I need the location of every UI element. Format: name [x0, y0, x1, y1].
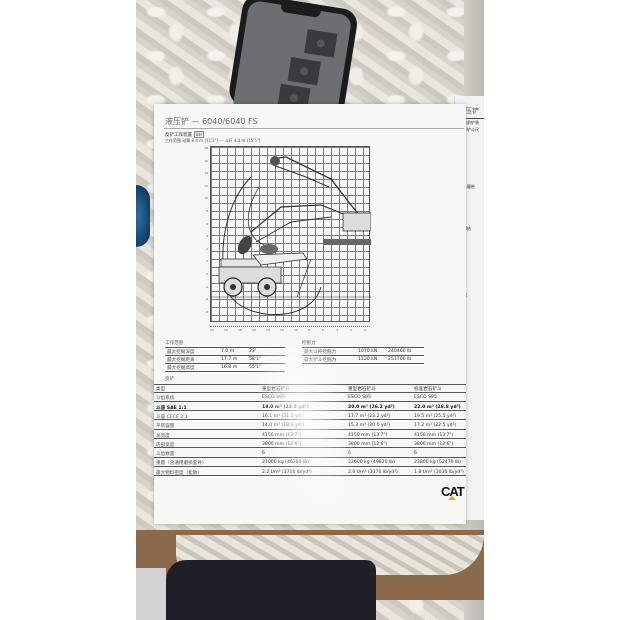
- row-label: 最大挖掘高度: [167, 366, 195, 371]
- row-imperial: 251700 lb: [388, 357, 412, 362]
- working-range-title: 工作范围: [165, 341, 183, 346]
- row-value: 20.0 m³ (26.2 yd³): [348, 404, 395, 410]
- row-metric: 17.7 m: [221, 357, 238, 362]
- x-tick: 6: [322, 328, 324, 332]
- adjacent-page-text: 一般前铲装: [459, 120, 479, 125]
- y-tick: 8: [206, 209, 208, 213]
- title-divider: [164, 128, 464, 129]
- row-value: 23800 kg (52470 lb): [414, 460, 461, 466]
- working-range-diagram: [210, 146, 371, 322]
- row-value: 17.7 m³ (23.2 yd³): [348, 413, 391, 419]
- x-tick: 4: [336, 328, 338, 332]
- y-tick: -6: [205, 297, 208, 302]
- row-label: 重量（含通用磨损套件）: [156, 461, 207, 467]
- blue-object: [136, 185, 150, 247]
- x-tick: 8: [308, 328, 310, 332]
- x-tick: 20: [224, 328, 228, 332]
- row-label: 斗齿数量: [156, 452, 175, 458]
- row-value: 15.3 m³ (20.0 yd³): [348, 423, 391, 429]
- row-label: 总宽度: [156, 433, 170, 439]
- x-tick: 18: [238, 328, 242, 332]
- y-tick: 18: [204, 146, 208, 150]
- row-value: 6: [262, 451, 265, 457]
- row-value: 标准岩石铲斗: [414, 387, 442, 392]
- row-value: 4150 mm (13'7"): [414, 432, 454, 438]
- y-tick: 16: [204, 158, 208, 163]
- row-value: ESCO S95: [414, 395, 437, 401]
- row-label: 类型: [156, 387, 166, 392]
- y-tick: -2: [205, 272, 208, 276]
- cat-logo: CAT: [441, 484, 465, 499]
- x-tick: 14: [266, 328, 270, 332]
- row-value: 6: [414, 451, 417, 457]
- row-value: 19.5 m³ (25.5 yd³): [414, 413, 457, 419]
- section-label-text: 反铲工作装置: [165, 133, 192, 138]
- y-tick: -4: [205, 284, 208, 289]
- adjacent-page-text: 4 系履带: [459, 184, 475, 189]
- row-label: 最大挖掘深度: [167, 350, 195, 355]
- y-tick: 0: [206, 259, 208, 264]
- row-value: 22.0 m³ (28.8 yd³): [414, 404, 461, 410]
- phone-screen: [233, 0, 353, 121]
- row-value: 2.0 t/m³ (3370 lb/yd³): [348, 469, 398, 475]
- y-tick: 2: [206, 246, 208, 251]
- x-tick: 2: [350, 328, 352, 332]
- y-tick: 6: [206, 221, 208, 226]
- photo-thumbnail: [304, 29, 338, 58]
- adjacent-page-text: 推荐铲斗尺: [459, 127, 479, 132]
- row-label: 内部宽度: [156, 442, 175, 448]
- row-value: 17.2 m³ (22.5 yd³): [414, 423, 457, 429]
- dark-fabric: [166, 560, 376, 620]
- x-tick: 0: [364, 328, 366, 332]
- photo-thumbnail: [287, 56, 321, 86]
- x-tick: 10: [294, 328, 298, 332]
- row-value: 重型岩石铲斗: [348, 387, 376, 392]
- row-label: 斗容 SAE 1:1: [156, 405, 187, 411]
- x-tick: 16: [252, 328, 256, 332]
- row-value: 3800 mm (12'6"): [348, 441, 388, 447]
- gray-surface: [136, 568, 166, 620]
- x-tick: 22: [210, 328, 214, 332]
- row-imperial: 23': [249, 349, 257, 354]
- cat-logo-triangle: [448, 496, 456, 500]
- row-metric: 16.8 m: [221, 365, 238, 370]
- row-value: 3800 mm (12'6"): [414, 441, 454, 447]
- working-range-caption: 工作范围 动臂 8.4 m (31'2") — 斗杆 4.4 m (15'5"): [165, 138, 261, 143]
- phone-notch: [280, 4, 321, 18]
- adjacent-page-title: 液压铲: [458, 107, 479, 115]
- row-value: 4150 mm (13'7"): [348, 432, 388, 438]
- x-tick: 12: [280, 328, 284, 332]
- y-tick: -8: [205, 309, 208, 314]
- y-tick: 14: [204, 171, 208, 176]
- row-label: 斗容 CECE 2:1: [156, 414, 188, 420]
- row-label: 最大物料密度（松散）: [156, 470, 202, 476]
- row-label: 斗齿系统: [156, 396, 175, 402]
- row-value: 22600 kg (49820 lb): [348, 460, 395, 466]
- y-tick: 12: [204, 183, 208, 188]
- y-tick: 4: [206, 234, 208, 239]
- row-value: 1.8 t/m³ (3030 lb/yd³): [414, 469, 464, 475]
- divider: [165, 347, 285, 348]
- section-tag: BH: [194, 131, 204, 138]
- photo-frame: 液压铲 一般前铲装 推荐铲斗尺 ··· 4 系履带 上部结 驾驶 液压铲 — 6…: [136, 0, 484, 620]
- divider: [459, 118, 484, 119]
- row-metric: 1120 kN: [358, 357, 378, 362]
- table-row: 最大挖掘深度 7.0 m 23': [165, 348, 285, 356]
- y-axis: 18 16 14 12 10 8 6 4 2 0 -2 -4 -6 -8: [200, 146, 208, 322]
- divider: [302, 347, 424, 348]
- row-metric: 7.0 m: [221, 349, 235, 354]
- row-value: ESCO S95: [348, 395, 371, 401]
- page-title: 液压铲 — 6040/6040 FS: [165, 117, 258, 126]
- row-metric: 1070 kN: [358, 349, 378, 354]
- row-imperial: 240460 lb: [388, 349, 412, 354]
- row-label: 最大挖掘距离: [167, 358, 195, 363]
- y-tick: 10: [204, 196, 208, 201]
- excavator-drawing: [211, 156, 371, 315]
- bucket-table-title: 反铲: [165, 377, 174, 382]
- row-label: 平装容量: [156, 424, 175, 430]
